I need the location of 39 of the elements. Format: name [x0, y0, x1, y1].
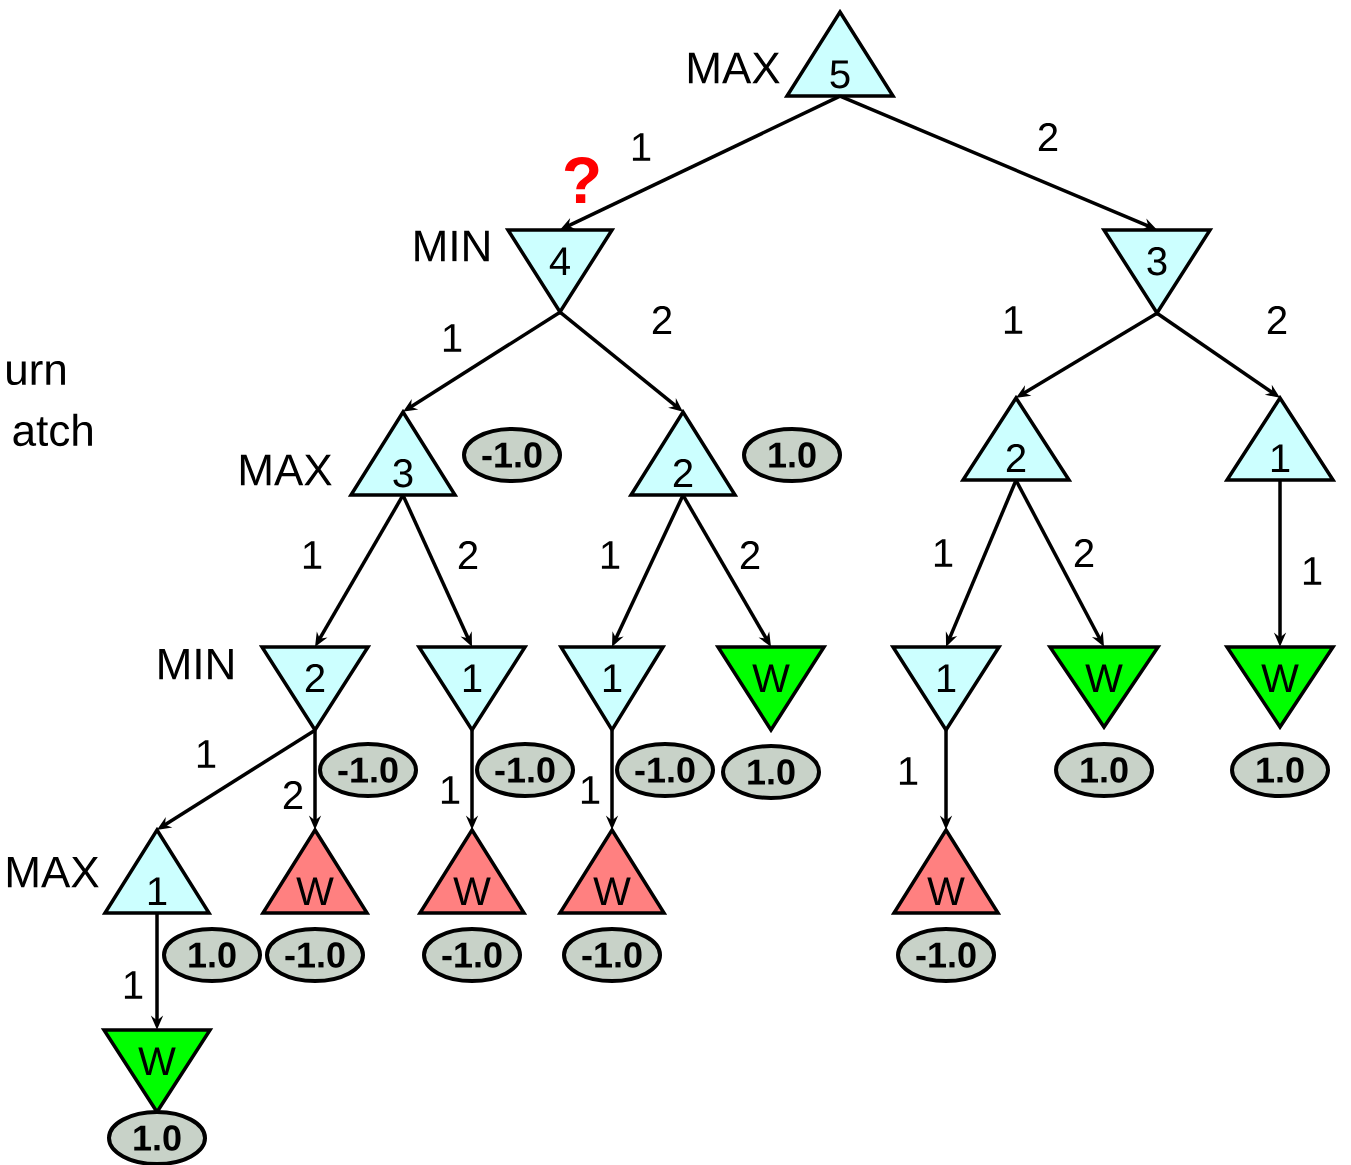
value-oval: 1.0 — [162, 927, 262, 983]
edge-label: 1 — [934, 539, 953, 567]
edge-label: 1 — [601, 541, 620, 569]
edge-label: 1 — [441, 776, 460, 804]
level-label: MAX — [7, 856, 99, 888]
value-oval: 1.0 — [742, 427, 842, 483]
value-oval: 1.0 — [107, 1110, 207, 1165]
value-oval: -1.0 — [562, 927, 662, 983]
edge-label: 1 — [1303, 557, 1322, 585]
value-oval: -1.0 — [462, 427, 562, 483]
value-oval: 1.0 — [1230, 742, 1330, 798]
edge-label: 1 — [443, 324, 462, 352]
value-oval: -1.0 — [475, 742, 575, 798]
edge-label: 1 — [1004, 306, 1023, 334]
level-label: MIN — [159, 648, 233, 680]
edge-label: 2 — [740, 541, 760, 569]
value-oval: -1.0 — [422, 927, 522, 983]
edge-label: 1 — [303, 541, 322, 569]
value-oval: -1.0 — [265, 927, 365, 983]
edge-label: 1 — [632, 133, 651, 161]
side-text: urn — [7, 360, 65, 386]
edge-label: 2 — [458, 541, 478, 569]
edge-label: 1 — [581, 776, 600, 804]
side-text: atch — [13, 413, 92, 447]
edge-label: 1 — [124, 971, 143, 999]
edge-label: 2 — [1038, 123, 1058, 151]
value-oval: 1.0 — [721, 744, 821, 800]
value-oval: 1.0 — [1054, 742, 1154, 798]
edge-label: 2 — [652, 306, 672, 334]
value-oval: -1.0 — [318, 742, 418, 798]
level-label: MAX — [688, 52, 780, 84]
edge-label: 2 — [1267, 306, 1287, 334]
edge-label: 1 — [197, 740, 216, 768]
value-oval: -1.0 — [896, 927, 996, 983]
edge-label: 2 — [283, 781, 303, 809]
question-mark: ? — [564, 156, 599, 204]
edge-label: 2 — [1074, 539, 1094, 567]
edge-label: 1 — [899, 757, 918, 785]
value-oval: -1.0 — [615, 742, 715, 798]
